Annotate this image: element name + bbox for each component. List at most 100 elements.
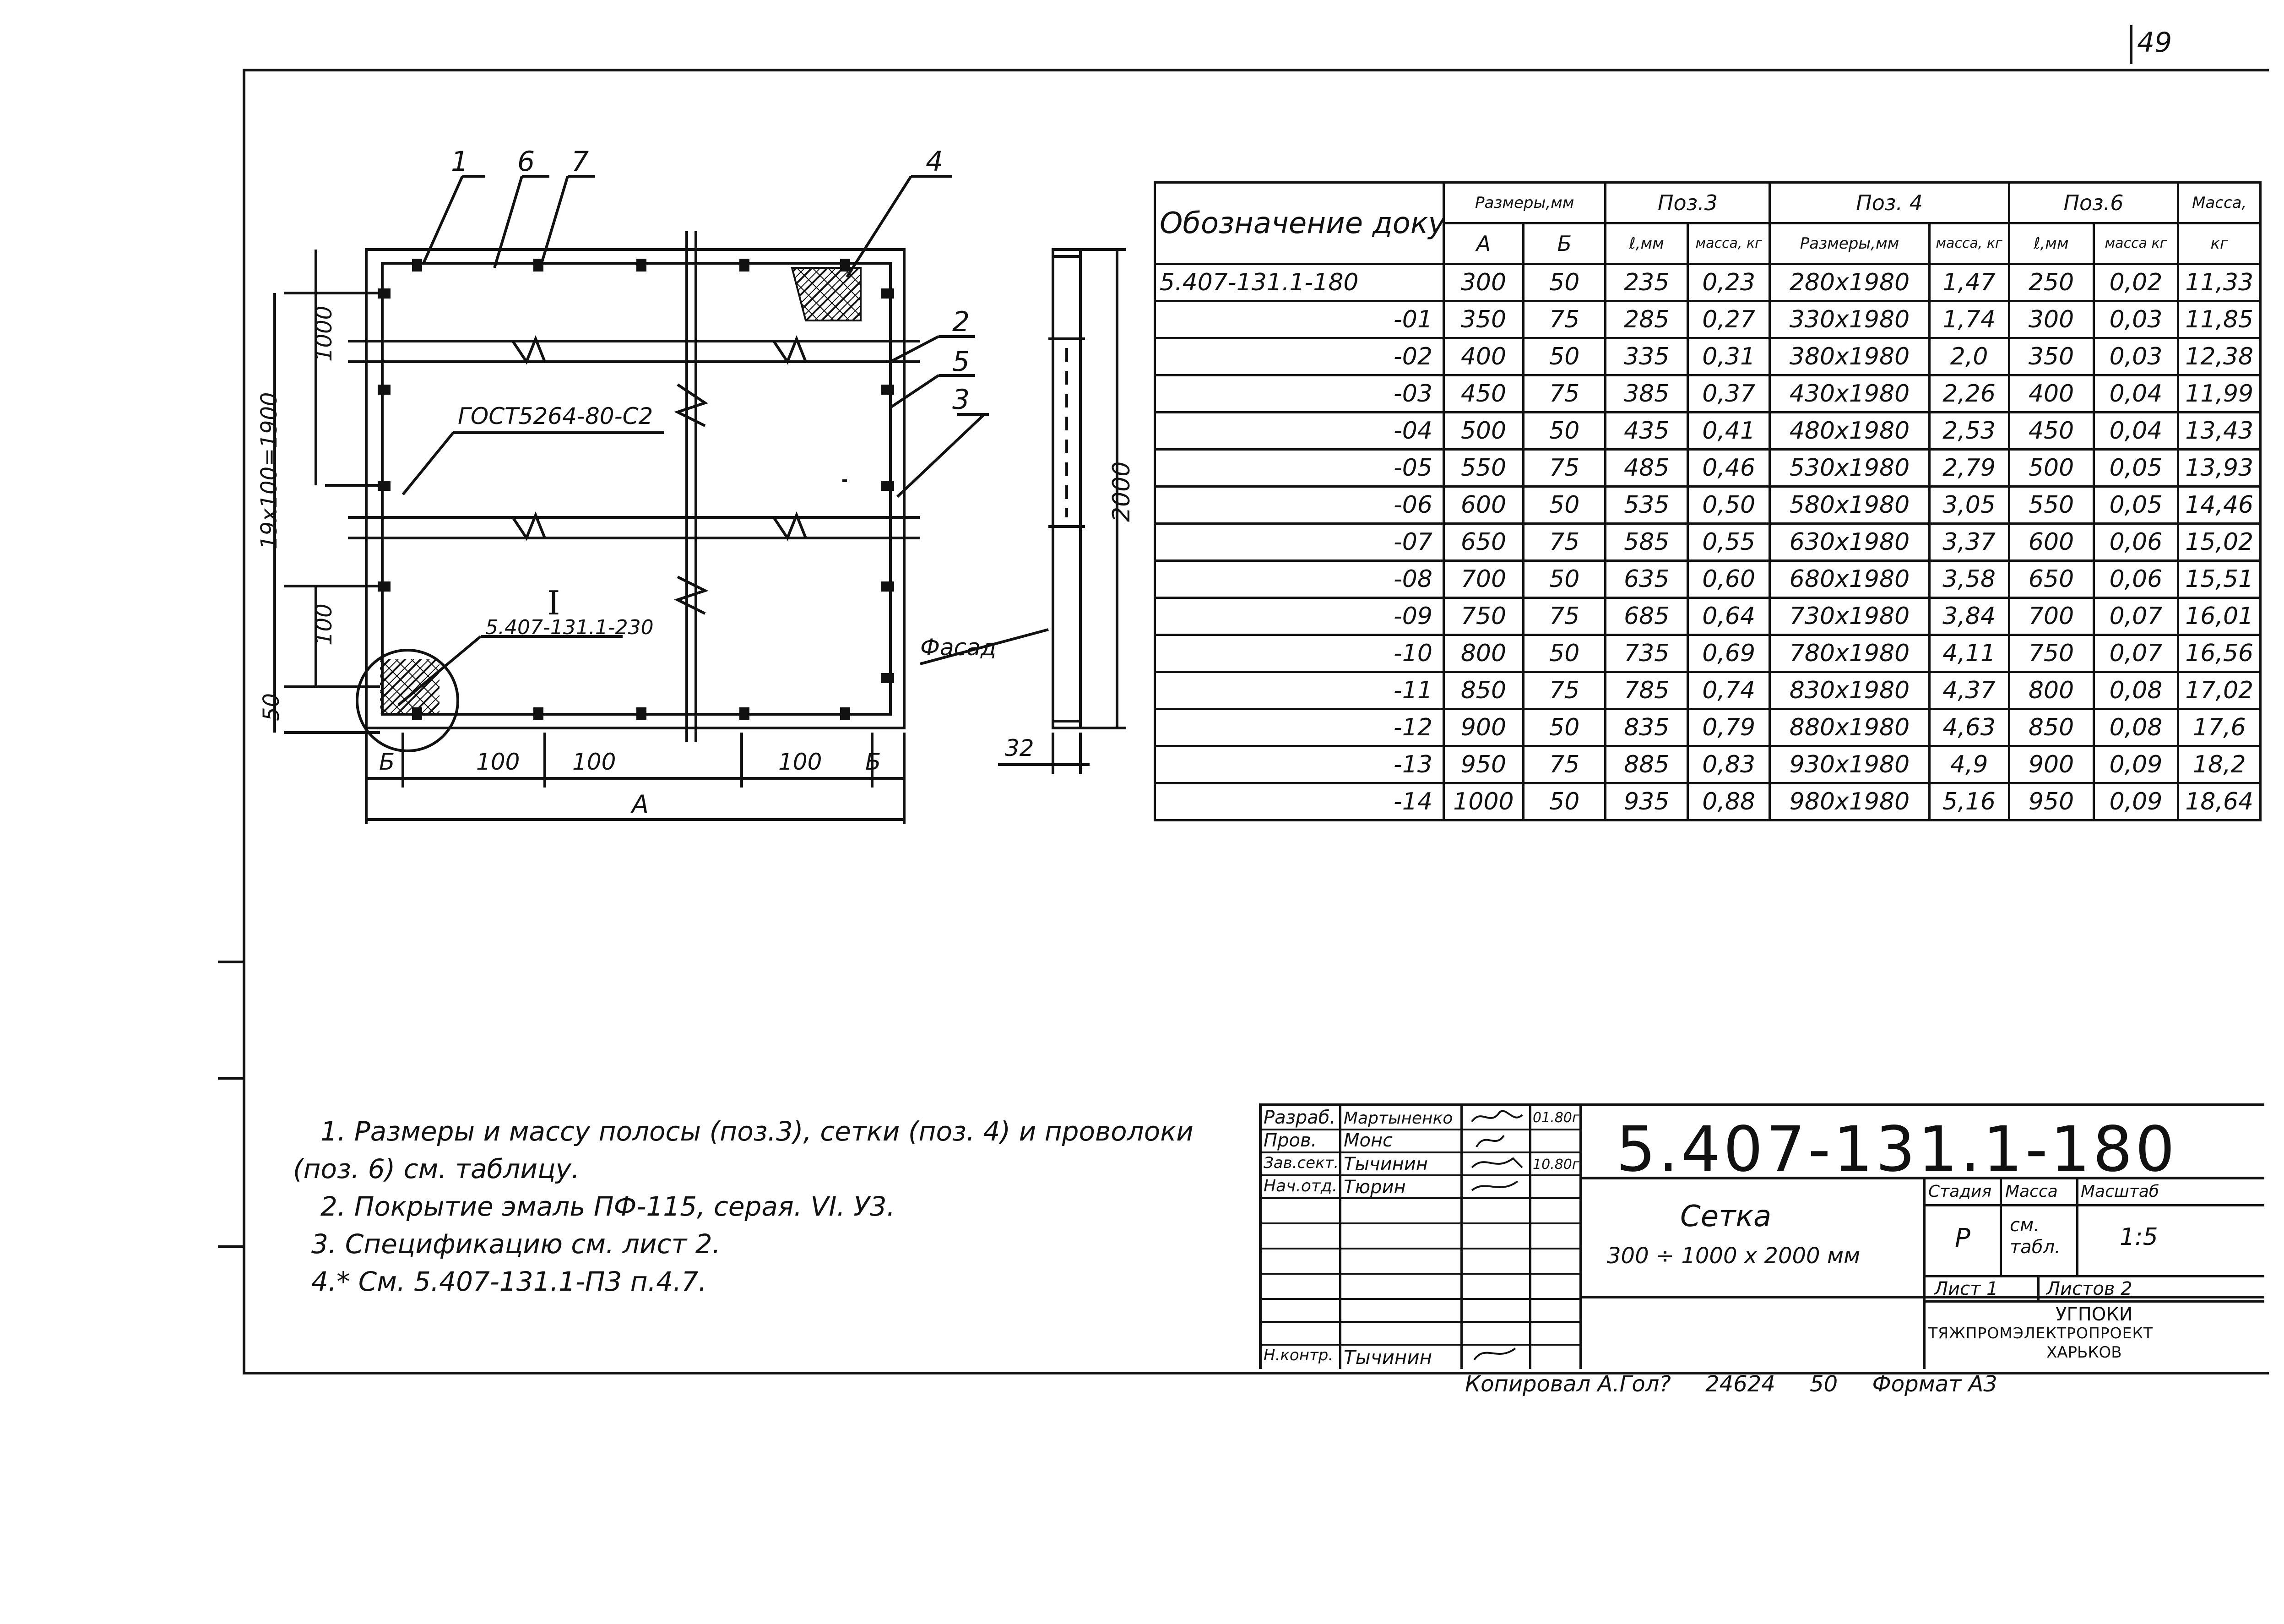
cell-m4: 4,11 xyxy=(1928,634,2010,673)
note-2: 2. Покрытие эмаль ПФ-115, серая. VI. У3. xyxy=(320,1191,895,1222)
cell-m4: 3,05 xyxy=(1928,485,2010,525)
dim-vertical-100: 100 xyxy=(311,603,337,646)
cell-b: 50 xyxy=(1522,337,1607,376)
cell-doc: -12 xyxy=(1154,708,1445,747)
cell-b: 75 xyxy=(1522,300,1607,339)
date-developer: 01.80г xyxy=(1533,1110,1579,1126)
cell-mass: 15,02 xyxy=(2177,522,2262,562)
copy-number: 24624 xyxy=(1705,1371,1775,1397)
cell-l6: 650 xyxy=(2007,559,2095,599)
cell-l3: 485 xyxy=(1604,448,1689,488)
cell-m3: 0,83 xyxy=(1686,745,1771,784)
cell-m4: 3,37 xyxy=(1928,522,2010,562)
sheet-count: Листов 2 xyxy=(2046,1278,2132,1299)
cell-m4: 2,79 xyxy=(1928,448,2010,488)
header-b: Б xyxy=(1522,222,1607,265)
cell-s4: 630x1980 xyxy=(1769,522,1931,562)
cell-m4: 1,74 xyxy=(1928,300,2010,339)
cell-s4: 730x1980 xyxy=(1769,597,1931,636)
dim-vertical-1000: 1000 xyxy=(311,305,337,362)
cell-doc: 5.407-131.1-180 xyxy=(1154,263,1445,302)
cell-l6: 950 xyxy=(2007,782,2095,821)
cell-b: 50 xyxy=(1522,411,1607,451)
cell-b: 50 xyxy=(1522,559,1607,599)
frame-front-view xyxy=(273,175,1126,824)
cell-l6: 450 xyxy=(2007,411,2095,451)
cell-a: 850 xyxy=(1442,671,1524,710)
scale-label: Масштаб xyxy=(2081,1182,2159,1201)
cell-m3: 0,31 xyxy=(1686,337,1771,376)
cell-a: 300 xyxy=(1442,263,1524,302)
cell-doc: -09 xyxy=(1154,597,1445,636)
cell-l3: 685 xyxy=(1604,597,1689,636)
cell-s4: 580x1980 xyxy=(1769,485,1931,525)
header-doc: Обозначение документа xyxy=(1154,181,1445,265)
cell-doc: -07 xyxy=(1154,522,1445,562)
cell-l6: 400 xyxy=(2007,374,2095,413)
callout-1: 1 xyxy=(451,146,469,178)
name-dept-head: Тюрин xyxy=(1344,1177,1406,1198)
cell-mass: 14,46 xyxy=(2177,485,2262,525)
cell-b: 75 xyxy=(1522,522,1607,562)
cell-m6: 0,07 xyxy=(2092,597,2180,636)
cell-s4: 530x1980 xyxy=(1769,448,1931,488)
scale-value: 1:5 xyxy=(2120,1223,2158,1251)
note-3: 3. Спецификацию см. лист 2. xyxy=(311,1228,721,1260)
cell-l3: 785 xyxy=(1604,671,1689,710)
note-1: 1. Размеры и массу полосы (поз.3), сетки… xyxy=(320,1116,1194,1147)
cell-mass: 11,99 xyxy=(2177,374,2262,413)
header-pos6-length: ℓ,мм xyxy=(2007,222,2095,265)
cell-m6: 0,04 xyxy=(2092,411,2180,451)
cell-m4: 4,37 xyxy=(1928,671,2010,710)
gost-label: ГОСТ5264-80-С2 xyxy=(458,403,653,429)
cell-mass: 13,43 xyxy=(2177,411,2262,451)
cell-m4: 2,26 xyxy=(1928,374,2010,413)
cell-m6: 0,05 xyxy=(2092,448,2180,488)
cell-m6: 0,07 xyxy=(2092,634,2180,673)
cell-mass: 18,64 xyxy=(2177,782,2262,821)
cell-b: 75 xyxy=(1522,374,1607,413)
role-developer: Разраб. xyxy=(1264,1107,1336,1128)
cell-b: 50 xyxy=(1522,263,1607,302)
cell-doc: -14 xyxy=(1154,782,1445,821)
cell-m4: 2,0 xyxy=(1928,337,2010,376)
cell-m3: 0,64 xyxy=(1686,597,1771,636)
header-pos3-length: ℓ,мм xyxy=(1604,222,1689,265)
cell-m3: 0,88 xyxy=(1686,782,1771,821)
cell-m6: 0,03 xyxy=(2092,337,2180,376)
cell-doc: -06 xyxy=(1154,485,1445,525)
name-norm-control: Тычинин xyxy=(1344,1346,1432,1369)
callout-2: 2 xyxy=(952,306,970,338)
cell-m4: 4,9 xyxy=(1928,745,2010,784)
cell-a: 900 xyxy=(1442,708,1524,747)
dim-side-thickness: 32 xyxy=(1005,735,1034,761)
cell-b: 50 xyxy=(1522,708,1607,747)
dim-width-a: А xyxy=(632,790,649,819)
page-number-bar xyxy=(2130,25,2132,64)
cell-a: 750 xyxy=(1442,597,1524,636)
notes: 1. Размеры и массу полосы (поз.3), сетки… xyxy=(293,1113,1194,1300)
cell-a: 950 xyxy=(1442,745,1524,784)
cell-m6: 0,05 xyxy=(2092,485,2180,525)
cell-a: 650 xyxy=(1442,522,1524,562)
page-number: 49 xyxy=(2137,27,2172,59)
mass-label: Масса xyxy=(2005,1182,2058,1201)
cell-m3: 0,55 xyxy=(1686,522,1771,562)
format-label: Формат А3 xyxy=(1872,1371,1997,1397)
cell-m6: 0,09 xyxy=(2092,745,2180,784)
cell-b: 75 xyxy=(1522,597,1607,636)
cell-b: 50 xyxy=(1522,782,1607,821)
cell-mass: 16,01 xyxy=(2177,597,2262,636)
dim-bottom-100c: 100 xyxy=(778,749,822,775)
cell-m3: 0,27 xyxy=(1686,300,1771,339)
header-pos6-mass: масса кг xyxy=(2092,222,2180,265)
cell-m3: 0,37 xyxy=(1686,374,1771,413)
name-checker: Монс xyxy=(1344,1130,1393,1151)
